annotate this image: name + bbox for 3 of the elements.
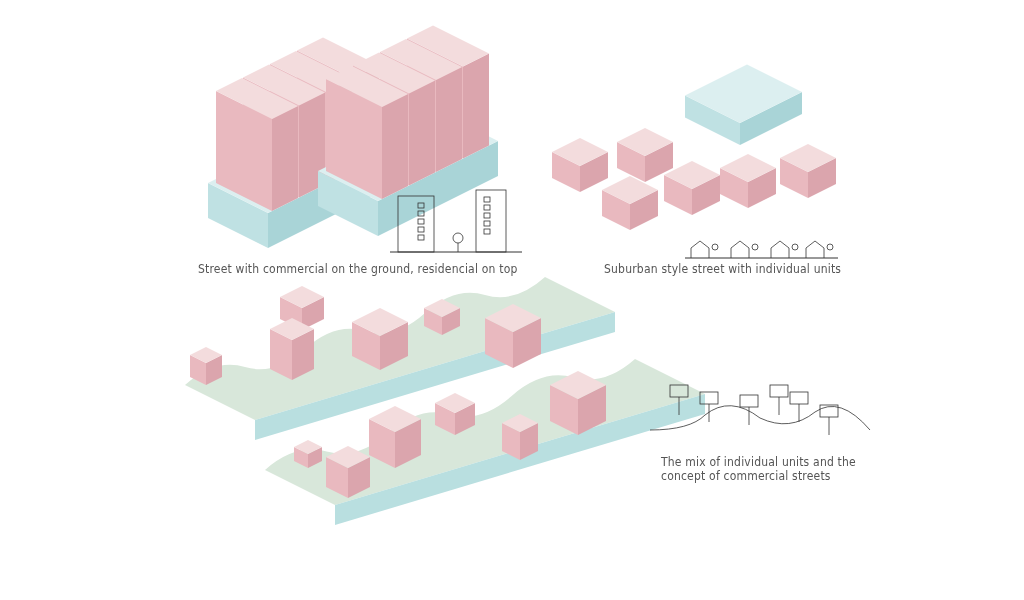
caption: Suburban style street with individual units	[604, 262, 843, 276]
caption: Street with commercial on the ground, residencial on top	[198, 262, 519, 276]
caption: The mix of individual units and the concept of commercial streets	[661, 455, 857, 483]
